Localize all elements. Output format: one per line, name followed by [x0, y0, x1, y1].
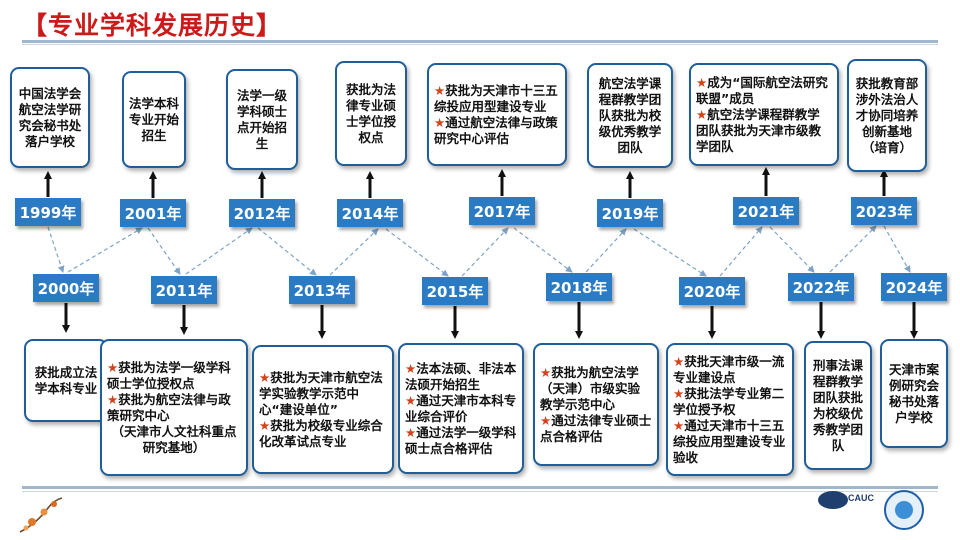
milestone-item: ★获批为校级专业综合化改革试点专业 [259, 417, 383, 449]
title-divider [22, 40, 938, 43]
milestone-box-2018: ★获批为航空法学（天津）市级实验教学示范中心 ★通过法律专业硕士点合格评估 [533, 343, 659, 466]
milestone-text: 天津市案例研究会秘书处落户学校 [888, 361, 939, 425]
milestone-item: ★通过法学一级学科硕士点合格评估 [405, 424, 517, 456]
milestone-item: ★获批为天津市十三五综投应用型建设专业 [434, 82, 558, 114]
milestone-text: 获批为法律专业硕士学位授权点 [345, 81, 396, 145]
year-label-2000: 2000年 [33, 274, 99, 302]
milestone-box-2012: 法学一级学科硕士点开始招生 [226, 69, 298, 170]
page-title: 【专业学科发展历史】 [22, 11, 283, 40]
year-label-2022: 2022年 [788, 273, 854, 301]
milestone-item: ★获批为法学一级学科硕士学位授权点 [107, 359, 231, 391]
milestone-box-2013: ★获批为天津市航空法学实验教学示范中心“建设单位” ★获批为校级专业综合化改革试… [252, 345, 394, 474]
star-icon: ★ [673, 385, 685, 401]
plum-blossom-decoration-icon [19, 497, 63, 533]
milestone-box-1999: 中国法学会航空法学研究会秘书处落户学校 [10, 67, 90, 168]
year-label-2017: 2017年 [469, 197, 535, 225]
milestone-item: ★法本法硕、非法本法硕开始招生 [405, 360, 517, 392]
milestone-text: 获批成立法学本科专业 [34, 364, 98, 396]
milestone-box-2015: ★法本法硕、非法本法硕开始招生 ★通过天津市本科专业综合评价 ★通过法学一级学科… [398, 343, 524, 474]
footer-divider-thin [22, 491, 938, 492]
university-logo-text: CAUC [848, 493, 874, 503]
milestone-item: ★通过天津市本科专业综合评价 [405, 392, 517, 424]
footer-divider [22, 486, 938, 489]
milestone-item: ★获批为天津市航空法学实验教学示范中心“建设单位” [259, 369, 383, 417]
year-label-2018: 2018年 [546, 273, 612, 301]
milestone-box-2020: ★获批天津市级一流专业建设点 ★获批法学专业第二学位授予权 ★通过天津市十三五综… [666, 343, 794, 476]
milestone-box-2014: 获批为法律专业硕士学位授权点 [335, 61, 407, 166]
milestone-item: ★航空法学课程群教学团队获批为天津市级教学团队 [696, 106, 822, 154]
star-icon: ★ [107, 391, 119, 407]
milestone-box-2021: ★成为“国际航空法研究联盟”成员 ★航空法学课程群教学团队获批为天津市级教学团队 [689, 63, 839, 166]
milestone-item: ★通过航空法律与政策研究中心评估 [434, 114, 558, 146]
airline-logo-icon [818, 491, 848, 509]
star-icon: ★ [696, 74, 708, 90]
milestone-text: 航空法学课程群教学团队获批为校级优秀教学团队 [598, 75, 662, 155]
milestone-item-note: （天津市人文社科重点研究基地） [111, 423, 237, 455]
year-label-2014: 2014年 [337, 199, 403, 227]
star-icon: ★ [696, 106, 708, 122]
milestone-item: ★通过法律专业硕士点合格评估 [540, 412, 652, 444]
star-icon: ★ [540, 364, 552, 380]
star-icon: ★ [405, 360, 417, 376]
year-label-2015: 2015年 [422, 277, 488, 305]
star-icon: ★ [540, 412, 552, 428]
milestone-text: 获批教育部涉外法治人才协同培养创新基地（培育） [855, 75, 919, 155]
milestone-box-2017: ★获批为天津市十三五综投应用型建设专业 ★通过航空法律与政策研究中心评估 [427, 63, 567, 166]
star-icon: ★ [405, 392, 417, 408]
milestone-item: ★获批为航空法律与政策研究中心 [107, 391, 231, 423]
milestone-item: ★获批天津市级一流专业建设点 [673, 353, 785, 385]
year-label-2012: 2012年 [229, 199, 295, 227]
star-icon: ★ [259, 417, 271, 433]
star-icon: ★ [259, 369, 271, 385]
milestone-text: 中国法学会航空法学研究会秘书处落户学校 [18, 85, 82, 149]
milestone-box-2001: 法学本科专业开始招生 [122, 71, 186, 168]
star-icon: ★ [434, 82, 446, 98]
year-label-2020: 2020年 [679, 277, 745, 305]
milestone-box-2024: 天津市案例研究会秘书处落户学校 [880, 339, 948, 448]
year-label-2021: 2021年 [733, 197, 799, 225]
milestone-box-2000: 获批成立法学本科专业 [24, 339, 108, 422]
star-icon: ★ [673, 353, 685, 369]
year-label-2019: 2019年 [597, 199, 663, 227]
milestone-text: 刑事法课程群教学团队获批为校级优秀教学团队 [812, 357, 863, 453]
milestone-item: ★通过天津市十三五综投应用型建设专业验收 [673, 417, 786, 465]
milestone-box-2023: 获批教育部涉外法治人才协同培养创新基地（培育） [847, 59, 927, 172]
milestone-box-2019: 航空法学课程群教学团队获批为校级优秀教学团队 [587, 63, 673, 168]
milestone-text: 法学一级学科硕士点开始招生 [236, 87, 287, 151]
milestone-item: ★获批为航空法学（天津）市级实验教学示范中心 [540, 364, 641, 412]
star-icon: ★ [405, 424, 417, 440]
star-icon: ★ [673, 417, 685, 433]
milestone-box-2011: ★获批为法学一级学科硕士学位授权点 ★获批为航空法律与政策研究中心 （天津市人文… [100, 339, 248, 476]
milestone-item: ★成为“国际航空法研究联盟”成员 [696, 74, 828, 106]
star-icon: ★ [434, 114, 446, 130]
year-label-2024: 2024年 [881, 273, 947, 301]
star-icon: ★ [107, 359, 119, 375]
year-label-2023: 2023年 [851, 197, 917, 225]
year-label-2001: 2001年 [120, 199, 186, 227]
title-divider-thin [22, 44, 938, 45]
year-label-2011: 2011年 [151, 276, 217, 304]
year-label-2013: 2013年 [289, 276, 355, 304]
year-label-1999: 1999年 [15, 198, 81, 226]
milestone-text: 法学本科专业开始招生 [129, 95, 180, 143]
university-seal-icon [884, 490, 924, 530]
milestone-box-2022: 刑事法课程群教学团队获批为校级优秀教学团队 [804, 341, 872, 470]
milestone-item: ★获批法学专业第二学位授予权 [673, 385, 785, 417]
